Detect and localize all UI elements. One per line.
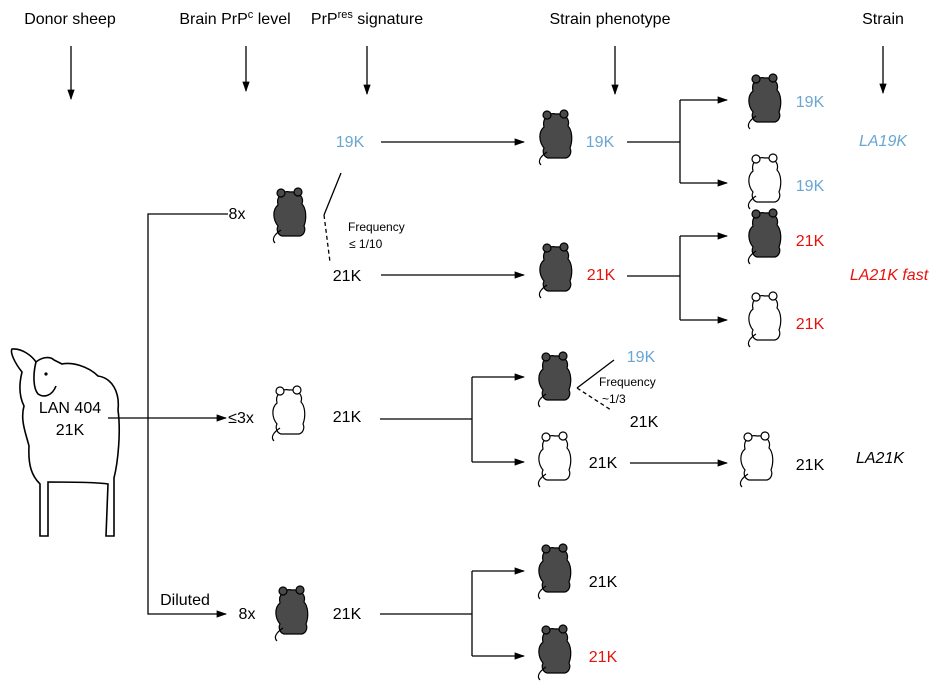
trunk-line — [147, 213, 228, 618]
strain-col-21k: 21K — [796, 457, 825, 474]
mouse-icon-light — [271, 385, 306, 442]
mouse-icon-dark — [747, 208, 782, 265]
header-strain-phenotype: Strain phenotype — [550, 11, 671, 28]
phenotype-21k: 21K — [589, 455, 618, 472]
phenotype-21k: 21K — [587, 267, 616, 284]
mouse-icon-light — [747, 153, 782, 210]
signature-21k: 21K — [333, 606, 362, 623]
mouse-icon-dark — [538, 109, 573, 166]
mouse-icon-dark — [538, 242, 573, 299]
signature-21k: 21K — [333, 268, 362, 285]
sheep-icon — [10, 348, 120, 537]
header-brain-prpc-level: Brain PrPc level — [179, 9, 290, 28]
phenotype-21k: 21K — [589, 574, 618, 591]
mouse-icon-dark — [274, 585, 309, 642]
split-line-solid — [323, 172, 342, 216]
sheep-name: LAN 404 — [39, 400, 101, 417]
header-prpres-signature: PrPres signature — [311, 9, 423, 28]
sheep-signature: 21K — [56, 422, 85, 439]
frequency-title-1: Frequency — [348, 220, 405, 234]
header-strain: Strain — [862, 11, 904, 28]
frequency-title-2: Frequency — [599, 375, 656, 389]
signature-19k: 19K — [336, 134, 365, 151]
phenotype-19k: 19K — [586, 134, 615, 151]
strain-col-21k: 21K — [796, 316, 825, 333]
mouse-icon-light — [747, 291, 782, 348]
header-donor-sheep: Donor sheep — [24, 11, 116, 28]
signature-21k: 21K — [333, 409, 362, 426]
strain-la21k: LA21K — [856, 450, 905, 467]
strain-la21k-fast: LA21K fast — [850, 267, 929, 284]
split-line-dashed — [323, 214, 331, 263]
mouse-icon-dark — [537, 543, 572, 600]
mouse-icon-light — [537, 431, 572, 488]
diluted-note: Diluted — [160, 592, 210, 609]
phenotype-21k: 21K — [589, 649, 618, 666]
level-low: ≤3x — [228, 410, 254, 427]
strain-la19k: LA19K — [859, 133, 908, 150]
strain-col-21k: 21K — [796, 233, 825, 250]
mouse-icon-light — [739, 431, 774, 488]
split-21k: 21K — [630, 414, 659, 431]
mouse-icon-dark — [272, 187, 307, 244]
split-19k: 19K — [627, 349, 656, 366]
split-line-solid — [576, 359, 615, 389]
frequency-value-2: ~1/3 — [602, 392, 626, 406]
frequency-value-1: ≤ 1/10 — [349, 237, 383, 251]
level-diluted: 8x — [239, 606, 256, 623]
mouse-icon-dark — [747, 73, 782, 130]
mouse-icon-dark — [537, 624, 572, 681]
strain-col-19k: 19K — [796, 94, 825, 111]
strain-col-19k: 19K — [796, 178, 825, 195]
level-high: 8x — [229, 206, 246, 223]
mouse-icon-dark — [537, 351, 572, 408]
